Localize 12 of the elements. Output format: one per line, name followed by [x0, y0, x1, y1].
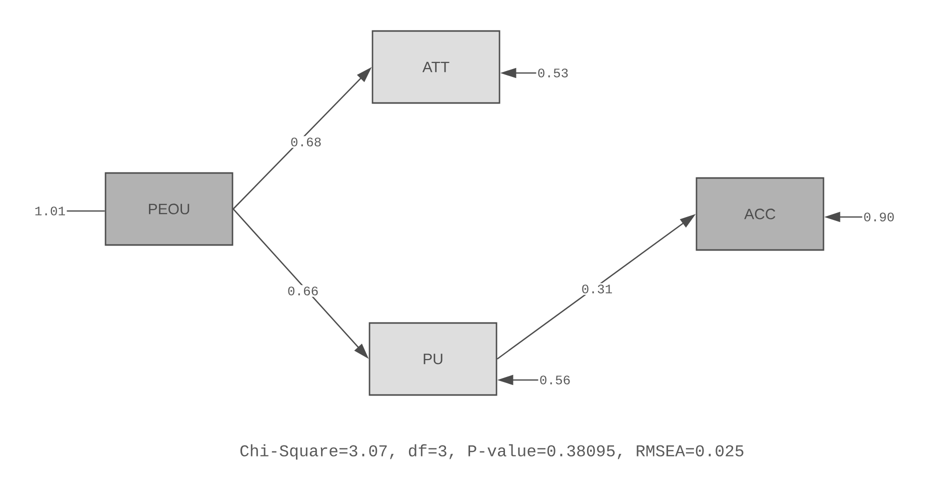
variable-box: PU — [368, 322, 498, 396]
edge-label: 0.66 — [286, 285, 320, 297]
edge-label: 0.31 — [580, 283, 614, 295]
error-value: 0.56 — [540, 376, 570, 384]
error-value: 0.53 — [538, 68, 568, 78]
error-value: 1.01 — [35, 206, 65, 216]
variable-box: ACC — [696, 177, 824, 251]
error-value: 0.90 — [864, 212, 894, 222]
variable-box: ATT — [372, 30, 500, 104]
variable-box: PEOU — [104, 172, 234, 246]
edge-label: 0.68 — [288, 136, 324, 148]
fit-statistics: Chi-Square=3.07, df=3, P-value=0.38095, RMSEA=0.025 — [240, 444, 744, 460]
